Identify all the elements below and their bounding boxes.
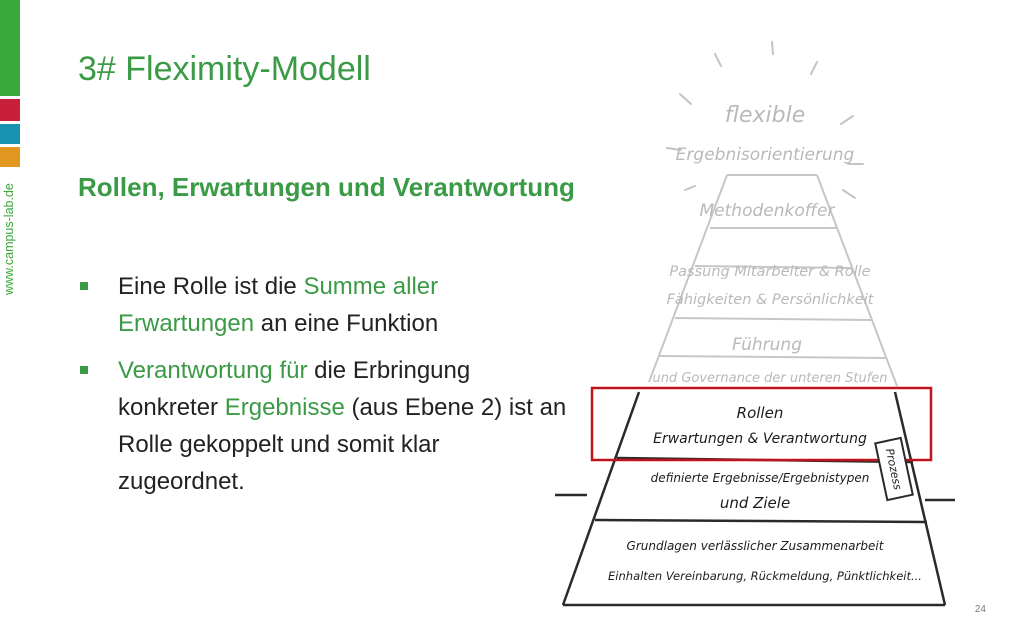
level-7-line-1: Grundlagen verlässlicher Zusammenarbeit [627,539,885,553]
pyramid-upper-outline [648,174,898,387]
bullet-item-responsibility: Verantwortung für die Erbringung konkret… [78,352,568,500]
bullet-list: Eine Rolle ist die Summe aller Erwartung… [78,268,568,500]
light-rays-icon [666,41,864,199]
bullet-item-role: Eine Rolle ist die Summe aller Erwartung… [78,268,568,342]
slide-subtitle: Rollen, Erwartungen und Verantwortung [78,172,575,202]
sidebar-stripe-orange [0,147,20,167]
level-7-line-2: Einhalten Vereinbarung, Rückmeldung, Pün… [608,569,922,583]
bullet-square-icon [80,366,88,374]
bullet-text-highlight: Ergebnisse [224,394,345,421]
level-4-line-1: Führung [732,335,802,355]
level-2-line-1: Methodenkoffer [700,201,836,221]
highlight-box-roles [590,386,933,462]
page-number: 24 [974,604,986,615]
bullet-text-highlight: Summe aller Erwartungen [118,273,439,337]
level-6-line-2: und Ziele [720,494,790,512]
level-3-line-1: Passung Mitarbeiter & Rolle [669,264,870,280]
bullet-text-part: an eine Funktion [254,310,439,337]
bullet-text-part: (aus Ebene 2) ist an Rolle gekoppelt und… [118,394,567,495]
bullet-text-part: Eine Rolle ist die [118,273,304,300]
level-4-line-2: und Governance der unteren Stufen [652,371,887,386]
slide-title: 3# Fleximity-Modell [78,50,371,88]
level-5-line-2: Erwartungen & Verantwortung [653,431,867,447]
sidebar-url[interactable]: www.campus-lab.de [2,183,16,295]
level-1-line-2: Ergebnisorientierung [676,145,855,165]
fleximity-pyramid-diagram: Prozess flexible Ergebnisorientierung Me… [555,41,955,607]
level-5-line-1: Rollen [737,404,784,422]
bullet-text-part: die Erbringung konkreter [118,357,471,421]
level-3-line-2: Fähigkeiten & Persönlichkeit [667,292,875,308]
sidebar-stripe-blue [0,124,20,144]
sidebar-stripe-green [0,0,20,96]
bullet-square-icon [80,282,88,290]
sidebar-stripe-red [0,99,20,121]
level-6-line-1: definierte Ergebnisse/Ergebnistypen [651,471,870,485]
bullet-text: Eine Rolle ist die Summe aller Erwartung… [118,273,438,337]
level-1-line-1: flexible [725,103,806,128]
process-tag: Prozess [874,436,914,502]
bullet-text: Verantwortung für die Erbringung konkret… [118,357,566,495]
pyramid-lower-outline [555,391,955,607]
bullet-text-highlight: Verantwortung für [118,357,308,384]
